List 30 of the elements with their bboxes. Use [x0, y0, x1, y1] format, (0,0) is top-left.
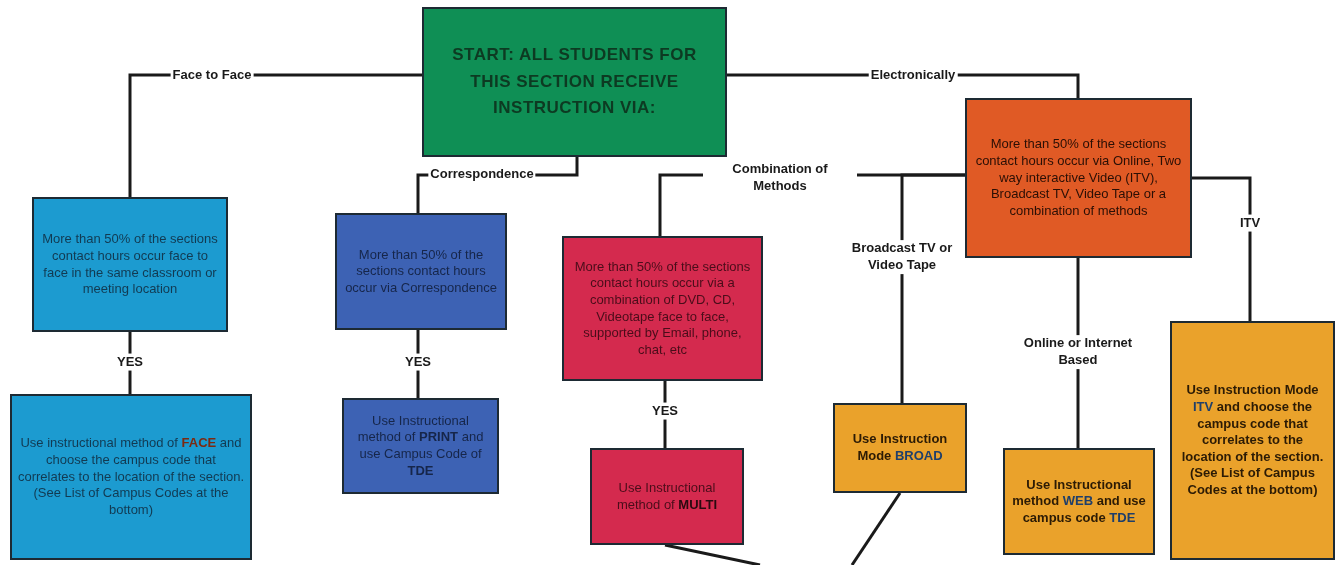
- box-text: START: ALL STUDENTS FOR THIS SECTION RECEIVE INSTRUCTION VIA:: [451, 44, 698, 120]
- box-text: More than 50% of the sections contact hours occur via a combination of DVD, CD, Videotape face to face, supported by Email, phone, chat, etc: [573, 258, 752, 359]
- process-box: [562, 236, 763, 381]
- process-box: [10, 394, 252, 560]
- box-text: Use instructional method of FACE and choose the campus code that correlates to the location of the section. (See List of Campus Codes at the bottom): [17, 435, 245, 519]
- connector-line: [664, 543, 761, 565]
- edge-label: YES: [650, 402, 680, 420]
- box-text: More than 50% of the sections contact hours occur via Online, Two way interactive Video (ITV), Broadcast TV, Video Tape or a combination of methods: [974, 136, 1183, 220]
- box-text: More than 50% of the sections contact hours occur face to face in the same classroom or meeting location: [41, 231, 219, 298]
- box-text: Use Instruction Mode ITV and choose the campus code that correlates to the location of the section. (See List of Campus Codes at the bottom): [1180, 382, 1325, 499]
- box-text: Use Instructional method WEB and use campus code TDE: [1011, 476, 1147, 527]
- process-box: [1170, 321, 1335, 560]
- connector-line: [900, 173, 965, 403]
- box-text: More than 50% of the sections contact hours occur via Correspondence: [344, 246, 498, 297]
- box-text: Use Instructional method of MULTI: [615, 479, 719, 514]
- process-box: [32, 197, 228, 332]
- process-box: [965, 98, 1192, 258]
- process-box: [1003, 448, 1155, 555]
- connector-line: [1192, 176, 1252, 321]
- box-text: Use Instructional method of PRINT and use Campus Code of TDE: [356, 412, 485, 480]
- connector-line: [850, 492, 902, 565]
- edge-label: YES: [403, 353, 433, 371]
- process-box: [833, 403, 967, 493]
- process-box: [342, 398, 499, 494]
- box-text: Use Instruction Mode BROAD: [851, 431, 949, 465]
- start-box: [422, 7, 727, 157]
- process-box: [590, 448, 744, 545]
- edge-label: YES: [115, 353, 145, 371]
- process-box: [335, 213, 507, 330]
- edge-label: ITV: [1237, 214, 1263, 232]
